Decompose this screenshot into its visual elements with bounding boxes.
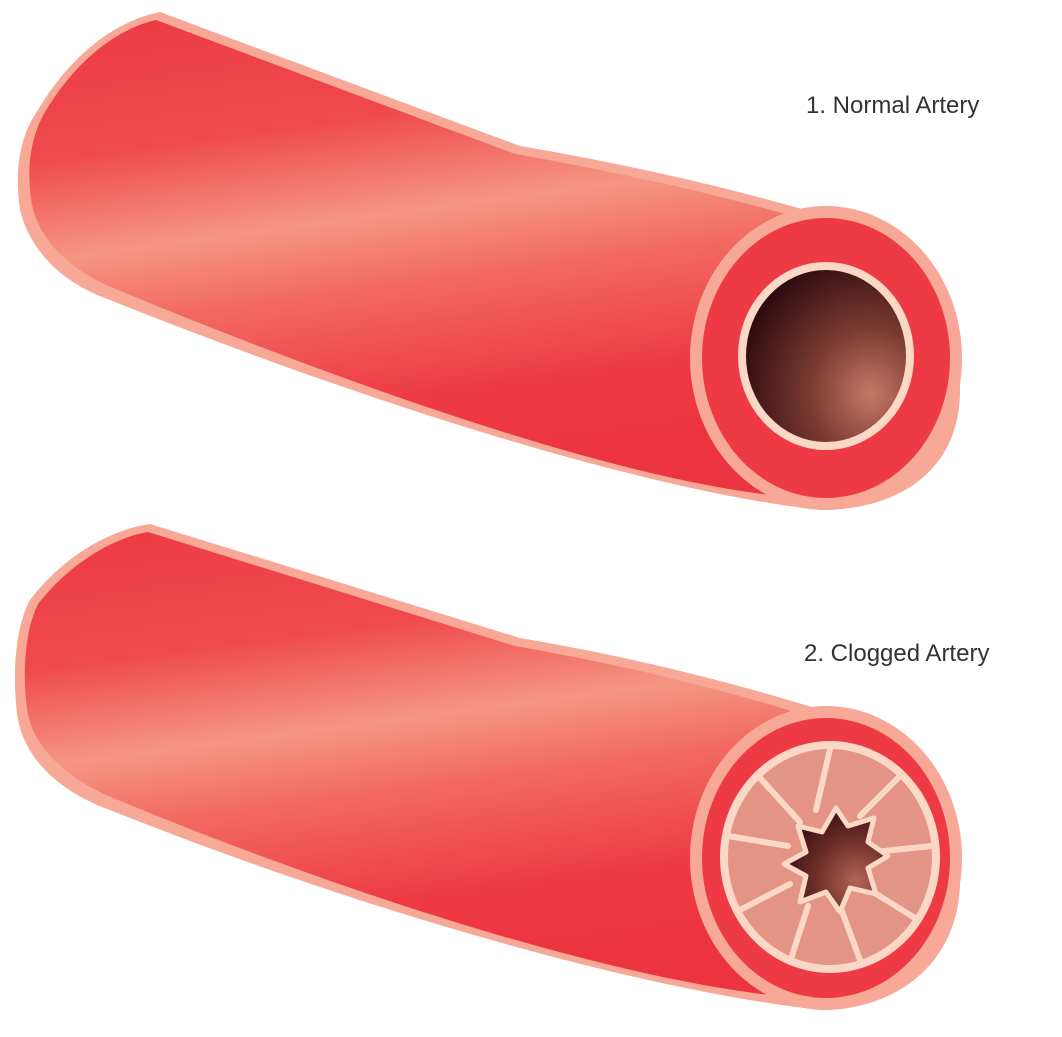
normal-artery-illustration: [18, 12, 962, 510]
normal-artery-label: 1. Normal Artery: [806, 92, 979, 120]
clogged-artery-illustration: [15, 524, 962, 1010]
clogged-artery-label: 2. Clogged Artery: [804, 640, 989, 668]
normal-artery-lumen: [746, 270, 906, 442]
